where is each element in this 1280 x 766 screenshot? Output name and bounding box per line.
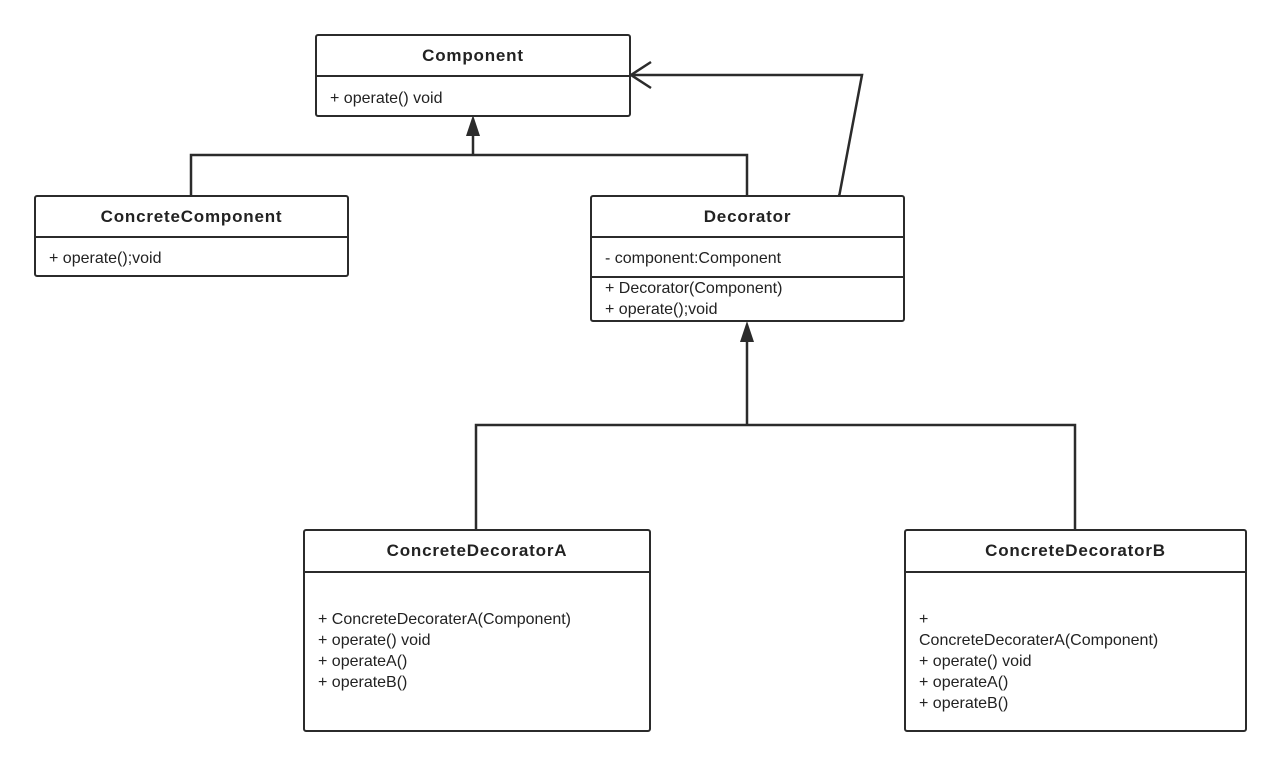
method: + operateB() — [919, 695, 1009, 712]
generalization-line-decorator — [473, 153, 749, 196]
attribute: - component:Component — [605, 250, 782, 267]
methods-section: + Decorator(Component) + operate();void — [592, 276, 903, 320]
method: ConcreteDecoraterA(Component) — [919, 632, 1159, 649]
class-name: ConcreteDecoratorA — [305, 531, 649, 573]
class-concretecomponent[interactable]: ConcreteComponent + operate();void — [34, 195, 349, 277]
attributes-section: - component:Component — [592, 238, 903, 276]
methods-section: + operate() void — [317, 77, 629, 109]
methods-section: + operate();void — [36, 238, 347, 269]
generalization-line-concretedecoratora — [474, 423, 747, 530]
class-decorator[interactable]: Decorator - component:Component + Decora… — [590, 195, 905, 322]
method: + operate() void — [330, 90, 443, 107]
method: + ConcreteDecoraterA(Component) — [318, 611, 572, 628]
class-component[interactable]: Component + operate() void — [315, 34, 631, 117]
aggregation-line-decorator-component — [631, 73, 864, 198]
method: + operate();void — [605, 301, 718, 318]
class-concretedecoratora[interactable]: ConcreteDecoratorA + ConcreteDecoraterA(… — [303, 529, 651, 732]
methods-section: + ConcreteDecoraterA(Component) + operat… — [305, 573, 649, 693]
class-concretedecoratorb[interactable]: ConcreteDecoratorB + ConcreteDecoraterA(… — [904, 529, 1247, 732]
method: + operate() void — [318, 632, 431, 649]
generalization-arrowhead-component — [466, 115, 480, 136]
method: + operateA() — [318, 653, 408, 670]
method: + operateA() — [919, 674, 1009, 691]
method: + Decorator(Component) — [605, 280, 783, 297]
class-name: Component — [317, 36, 629, 77]
generalization-line-concretecomponent — [189, 153, 473, 196]
aggregation-arrowhead-component — [628, 60, 652, 90]
methods-section: + ConcreteDecoraterA(Component) + operat… — [906, 573, 1245, 714]
generalization-line-concretedecoratorb — [747, 423, 1077, 530]
method: + — [919, 611, 929, 628]
method: + operate() void — [919, 653, 1032, 670]
class-name: ConcreteDecoratorB — [906, 531, 1245, 573]
generalization-arrowhead-decorator — [740, 321, 754, 342]
method: + operate();void — [49, 250, 162, 267]
class-name: Decorator — [592, 197, 903, 238]
method: + operateB() — [318, 674, 408, 691]
class-name: ConcreteComponent — [36, 197, 347, 238]
